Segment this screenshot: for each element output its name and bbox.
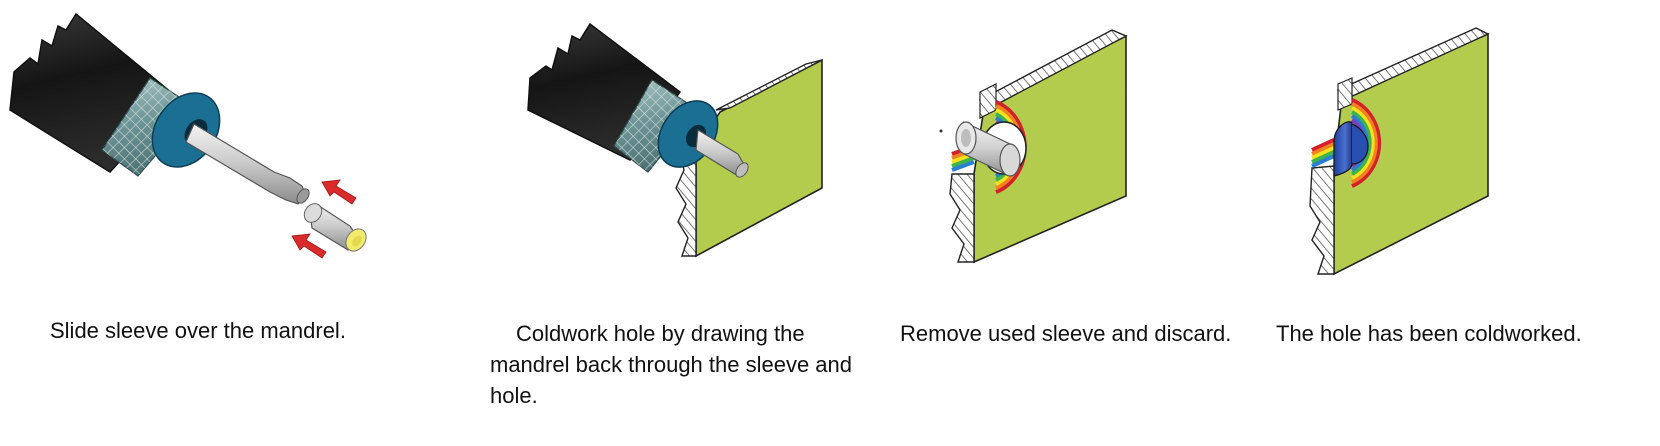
arrow-icon xyxy=(322,180,356,204)
step-2-caption: Coldwork hole by drawing the mandrel bac… xyxy=(490,318,860,411)
step-4-caption: The hole has been coldworked. xyxy=(1276,318,1660,349)
step-4-illustration xyxy=(1290,0,1510,300)
step-2-illustration xyxy=(520,0,840,300)
coldworked-hole xyxy=(1334,122,1352,176)
mandrel-icon xyxy=(186,124,306,204)
step-1-caption: Slide sleeve over the mandrel. xyxy=(50,315,410,346)
step-3-illustration xyxy=(930,0,1150,300)
step-1-illustration xyxy=(0,0,420,300)
arrow-icon xyxy=(292,234,326,258)
step-3-caption: Remove used sleeve and discard. xyxy=(900,318,1260,349)
